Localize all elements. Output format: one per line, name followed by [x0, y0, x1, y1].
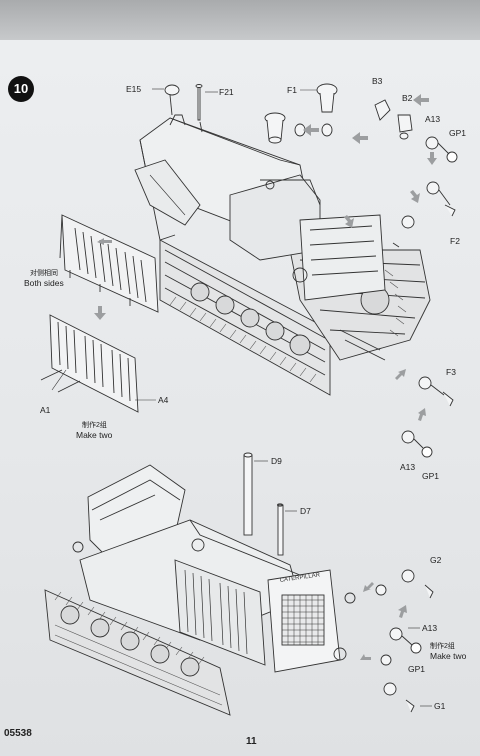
label-b3: B3	[372, 76, 383, 86]
bottom-tractor-illustration	[44, 452, 356, 716]
label-f1: F1	[287, 85, 297, 95]
label-b2: B2	[402, 93, 413, 103]
label-a13-top: A13	[425, 114, 441, 124]
label-g2: G2	[430, 555, 442, 565]
label-a4: A4	[158, 395, 169, 405]
label-both-sides-cn: 对侧相同	[30, 270, 58, 277]
label-a13-mid: A13	[400, 462, 416, 472]
label-e15: E15	[126, 84, 142, 94]
page-number: 11	[246, 736, 257, 747]
label-f3: F3	[446, 367, 456, 377]
small-parts-middle-right	[401, 376, 454, 458]
label-make-two-cn-top: 制作2组	[82, 422, 107, 429]
label-make-two-cn-bottom: 制作2组	[430, 643, 455, 650]
kit-code: 05538	[4, 728, 32, 739]
assembly-arrows	[94, 94, 437, 660]
label-a13-bottom: A13	[422, 623, 438, 633]
grille-lettering: CATERPILLAR	[279, 572, 321, 584]
background-table-edge	[0, 0, 480, 40]
top-tractor-illustration	[134, 114, 431, 396]
label-d7: D7	[300, 506, 311, 516]
label-make-two-en-top: Make two	[76, 430, 113, 440]
label-gp1-mid: GP1	[422, 471, 440, 481]
panel-a4-make-two	[40, 314, 139, 413]
leader-lines	[135, 88, 432, 707]
label-a1: A1	[40, 405, 51, 415]
small-parts-bottom-right	[375, 569, 434, 713]
label-d9: D9	[271, 456, 282, 466]
label-f2: F2	[450, 236, 460, 246]
label-f21: F21	[219, 87, 234, 97]
label-both-sides-en: Both sides	[24, 278, 64, 288]
small-parts-top	[164, 83, 458, 248]
step-number-badge: 10	[8, 76, 34, 102]
label-make-two-en-bottom: Make two	[430, 651, 467, 661]
side-panel-both-sides	[59, 214, 159, 313]
label-g1: G1	[434, 701, 446, 711]
label-gp1-bottom: GP1	[408, 664, 426, 674]
label-gp1-top: GP1	[449, 128, 467, 138]
